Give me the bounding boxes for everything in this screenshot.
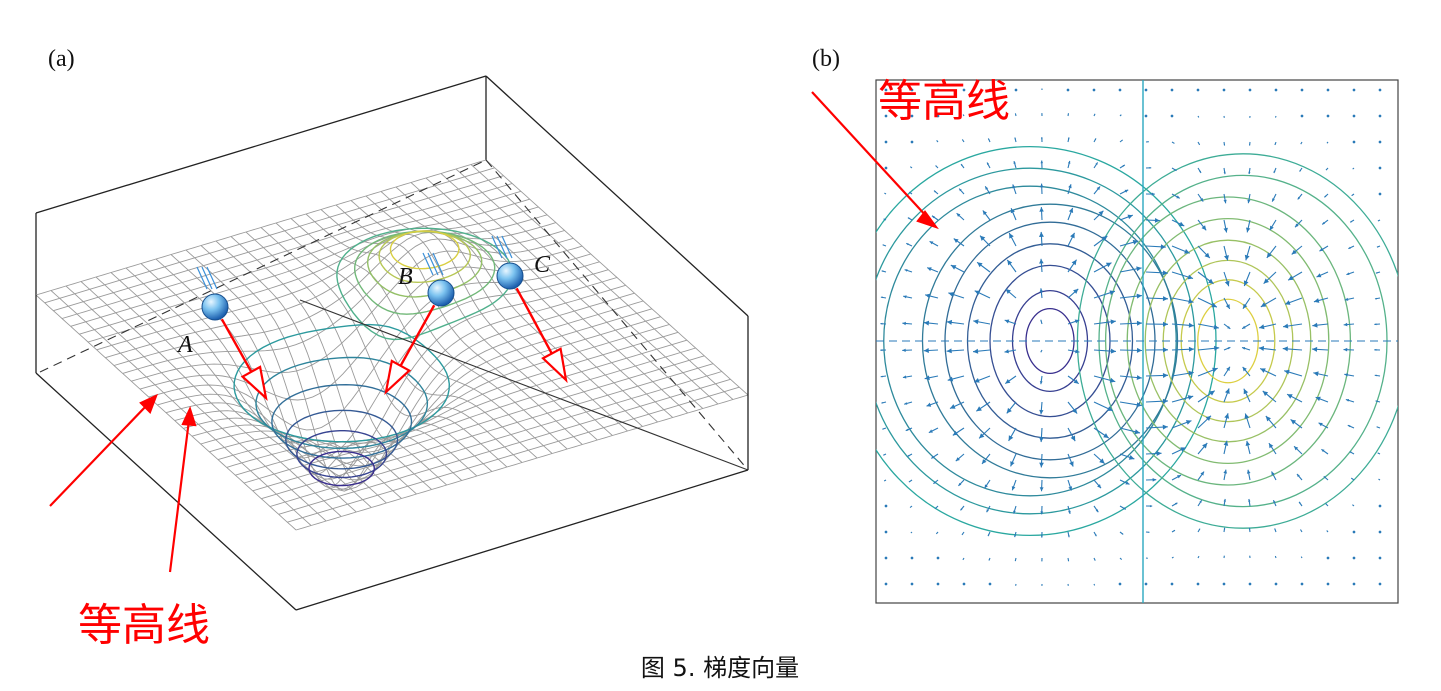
panel-a-3d-surface: (a) A B C (35, 46, 749, 651)
contour-label-b: 等高线 (878, 76, 1010, 127)
gradient-vectors (880, 88, 1382, 586)
panel-b-label: (b) (812, 46, 840, 72)
point-label-a: A (176, 332, 193, 358)
point-label-b: B (398, 264, 413, 290)
gradient-ball-1 (384, 252, 455, 396)
contour-annotation-arrow-b (811, 91, 939, 230)
panel-b-contour-quiver: (b) 等高线 (811, 46, 1399, 604)
bounding-box-front (35, 295, 749, 611)
surface-mesh (35, 159, 749, 531)
contour-label-a: 等高线 (78, 600, 210, 651)
bounding-box-back (35, 75, 749, 317)
contour-annotation-arrows-a (49, 393, 197, 573)
gradient-balls (196, 235, 568, 402)
gradient-ball-0 (196, 266, 268, 402)
gradient-ball-2 (491, 235, 568, 384)
panel-a-label: (a) (48, 46, 75, 72)
figure-caption: 图 5. 梯度向量 (641, 654, 799, 682)
point-label-c: C (534, 252, 551, 278)
surface-contours (233, 227, 514, 487)
hidden-edges (39, 159, 749, 471)
